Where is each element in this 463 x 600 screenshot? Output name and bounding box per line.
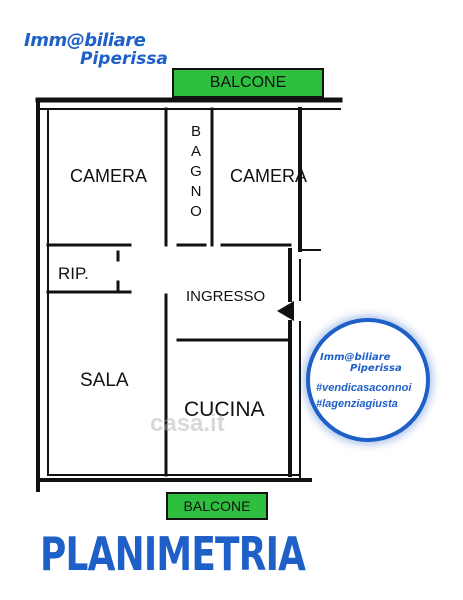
bagno-letter: B xyxy=(190,123,201,140)
badge-hashtag-2: #lagenziagiusta xyxy=(316,398,398,410)
room-sala: SALA xyxy=(80,370,129,391)
logo-text: Imm@biliare xyxy=(24,30,146,51)
room-rip: RIP. xyxy=(58,264,89,283)
logo-subtext: Piperissa xyxy=(80,49,168,69)
badge-logo-text: Imm@biliare xyxy=(320,352,391,363)
room-camera-right: CAMERA xyxy=(230,166,308,186)
balcony-bottom: BALCONE xyxy=(166,492,268,520)
bagno-letter: O xyxy=(190,203,202,220)
bagno-letter: A xyxy=(190,143,201,160)
watermark: casa.it xyxy=(150,410,225,437)
agency-badge: Imm@biliare Piperissa #vendicasaconnoi #… xyxy=(306,318,430,442)
balcony-top: BALCONE xyxy=(172,68,324,98)
badge-hashtag-1: #vendicasaconnoi xyxy=(316,382,412,394)
balcony-top-label: BALCONE xyxy=(209,74,287,91)
room-bagno: B A G N O xyxy=(189,122,203,222)
bagno-letter: N xyxy=(190,183,202,200)
room-camera-left: CAMERA xyxy=(70,166,148,186)
balcony-bottom-label: BALCONE xyxy=(183,498,251,514)
room-ingresso: INGRESSO xyxy=(186,288,266,305)
bagno-letter: G xyxy=(190,163,202,180)
room-cucina: CUCINA xyxy=(184,398,265,421)
badge-logo-subtext: Piperissa xyxy=(350,363,402,374)
page-title: PLANIMETRIA xyxy=(40,527,306,581)
